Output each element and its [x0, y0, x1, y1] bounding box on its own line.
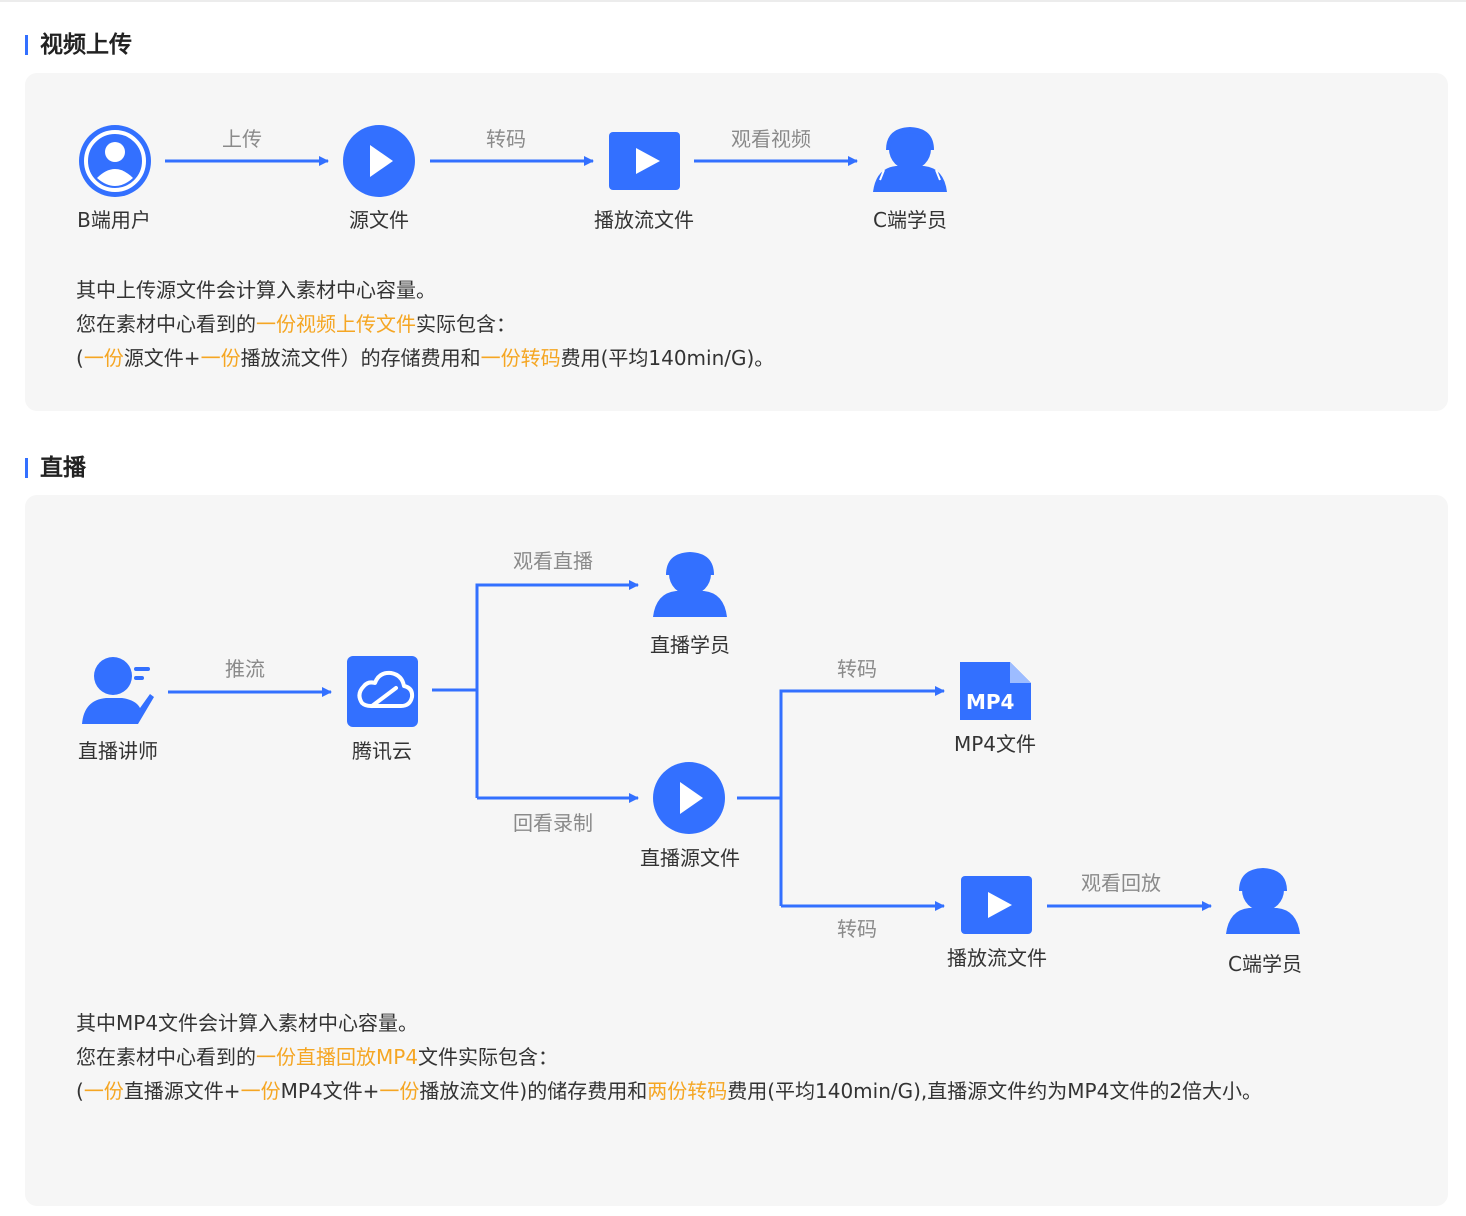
- node-label-stream-file: 播放流文件: [594, 208, 694, 232]
- arrow-label-watch-live: 观看直播: [513, 549, 593, 573]
- arrow-label-transcode-top: 转码: [837, 657, 877, 681]
- node-label-mp4-file: MP4文件: [953, 732, 1037, 756]
- node-label-c-student: C端学员: [1228, 952, 1302, 976]
- node-label-b-user: B端用户: [77, 208, 151, 232]
- desc-video-upload: 其中上传源文件会计算入素材中心容量。 您在素材中心看到的一份视频上传文件实际包含…: [76, 273, 774, 375]
- node-label-c-student: C端学员: [873, 208, 947, 232]
- desc-text: 播放流文件）的存储费用和: [240, 346, 481, 370]
- desc-line: 其中上传源文件会计算入素材中心容量。: [76, 278, 436, 302]
- arrow-label-replay-record: 回看录制: [513, 811, 593, 835]
- cloud-icon: [347, 656, 418, 727]
- desc-text: 费用(平均140min/G),直播源文件约为MP4文件的2倍大小。: [727, 1079, 1263, 1103]
- node-label-source-file: 源文件: [349, 208, 409, 232]
- play-square-icon: [961, 876, 1032, 934]
- desc-highlight: 一份: [200, 346, 241, 370]
- desc-highlight: 一份: [379, 1079, 420, 1103]
- desc-live: 其中MP4文件会计算入素材中心容量。 您在素材中心看到的一份直播回放MP4文件实…: [76, 1006, 1262, 1108]
- lecturer-icon: [82, 657, 154, 724]
- desc-text: 您在素材中心看到的: [76, 312, 256, 336]
- top-divider: [0, 0, 1466, 2]
- play-square-icon: [609, 132, 680, 190]
- desc-text: 直播源文件+: [123, 1079, 241, 1103]
- section-title-live: 直播: [25, 454, 86, 482]
- desc-text: MP4文件+: [280, 1079, 380, 1103]
- arrow-label-upload: 上传: [222, 127, 262, 151]
- desc-text: (: [76, 1079, 84, 1103]
- arrow-label-push: 推流: [225, 657, 265, 681]
- play-circle-icon: [343, 125, 415, 197]
- play-circle-icon: [653, 762, 725, 834]
- desc-text: 播放流文件)的储存费用和: [419, 1079, 648, 1103]
- node-label-lecturer: 直播讲师: [78, 739, 158, 763]
- section-title-video-upload: 视频上传: [25, 31, 132, 59]
- desc-highlight: 一份: [83, 1079, 124, 1103]
- title-accent-bar: [25, 458, 28, 478]
- student-icon: [653, 552, 727, 617]
- desc-highlight: 一份: [83, 346, 124, 370]
- arrow-label-transcode: 转码: [486, 127, 526, 151]
- mp4-badge-text: MP4: [966, 690, 1015, 714]
- desc-text: 实际包含：: [416, 312, 516, 336]
- desc-highlight: 一份: [240, 1079, 281, 1103]
- desc-highlight: 一份直播回放MP4: [256, 1045, 419, 1069]
- arrow-transcode-top: [779, 686, 945, 906]
- arrow-label-transcode-bottom: 转码: [837, 917, 877, 941]
- arrow-label-watch-replay: 观看回放: [1081, 871, 1161, 895]
- mp4-file-icon: [960, 662, 1031, 720]
- desc-line: 您在素材中心看到的一份直播回放MP4文件实际包含：: [76, 1040, 1262, 1074]
- desc-text: 您在素材中心看到的: [76, 1045, 256, 1069]
- node-label-stream-file: 播放流文件: [947, 946, 1047, 970]
- desc-line: 其中MP4文件会计算入素材中心容量。: [76, 1011, 419, 1035]
- card-live: [25, 495, 1448, 1206]
- node-label-tencent-cloud: 腾讯云: [352, 739, 412, 763]
- student-icon: [873, 127, 947, 192]
- desc-text: 文件实际包含：: [418, 1045, 559, 1069]
- desc-highlight: 一份视频上传文件: [256, 312, 416, 336]
- desc-line: (一份直播源文件+一份MP4文件+一份播放流文件)的储存费用和两份转码费用(平均…: [76, 1074, 1262, 1108]
- desc-text: (: [76, 346, 84, 370]
- desc-text: 费用(平均140min/G)。: [560, 346, 775, 370]
- node-label-live-student: 直播学员: [650, 633, 730, 657]
- desc-highlight: 一份转码: [480, 346, 561, 370]
- desc-line: 您在素材中心看到的一份视频上传文件实际包含：: [76, 307, 774, 341]
- desc-highlight: 两份转码: [647, 1079, 728, 1103]
- student-icon: [1226, 868, 1300, 934]
- desc-line: (一份源文件+一份播放流文件）的存储费用和一份转码费用(平均140min/G)。: [76, 341, 774, 375]
- arrow-watch-live: [475, 580, 639, 798]
- title-accent-bar: [25, 35, 28, 55]
- section-title-text: 直播: [40, 455, 86, 481]
- user-circle-icon: [79, 125, 151, 197]
- card-video-upload: [25, 73, 1448, 411]
- node-label-live-source: 直播源文件: [640, 846, 740, 870]
- desc-text: 源文件+: [123, 346, 201, 370]
- arrow-label-watch-video: 观看视频: [731, 127, 811, 151]
- section-title-text: 视频上传: [40, 32, 132, 58]
